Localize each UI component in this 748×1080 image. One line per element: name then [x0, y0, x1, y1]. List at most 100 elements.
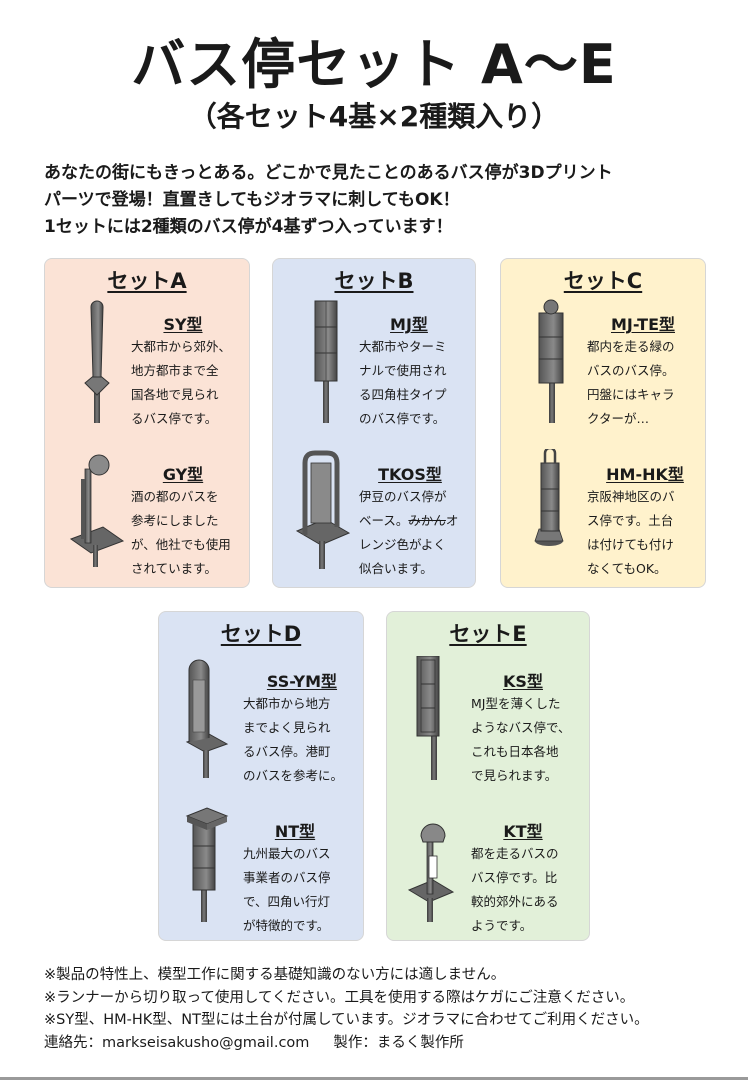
- desc-line: 大都市から郊外、: [131, 339, 232, 354]
- item-hm-hk-name: HM-HK型: [606, 465, 684, 484]
- item-ks-name: KS型: [503, 672, 543, 691]
- desc-line: ベース。みかんオ: [359, 509, 458, 533]
- desc-line: 九州最大のバス: [243, 846, 331, 861]
- round-top-sign-stop-icon: [84, 300, 110, 423]
- maker-name: 製作：まるく製作所: [333, 1034, 464, 1051]
- page-title: バス停セット A～E: [131, 33, 617, 96]
- desc-line: 京阪神地区のバ: [587, 489, 675, 504]
- item-gy-name: GY型: [162, 465, 204, 484]
- strikethrough-text: みかん: [408, 513, 446, 528]
- note-line: ※ランナーから切り取って使用してください。工具を使用する際はケガにご注意ください…: [44, 989, 635, 1006]
- intro-line: パーツで登場！直置きしてもジオラマに刺してもOK！: [44, 190, 460, 210]
- desc-line: が特徴的です。: [243, 918, 330, 933]
- desc-line: 酒の都のバスを: [131, 489, 219, 504]
- desc-line: 参考にしました: [131, 513, 219, 528]
- item-mj-name: MJ型: [390, 315, 428, 334]
- item-ss-ym: SS-YM型 大都市から地方 までよく見られ るバス停。港町 のバスを参考に。: [177, 656, 365, 796]
- set-d-card: セットD SS-YM型 大都市から地方 までよく見られ るバス停。港町 のバスを…: [158, 611, 364, 941]
- pillar-with-disc-stop-icon: [538, 299, 564, 423]
- item-ss-ym-desc: 大都市から地方 までよく見られ るバス停。港町 のバスを参考に。: [243, 692, 343, 788]
- set-c-title: セットC: [563, 269, 643, 293]
- desc-line: MJ型を薄くした: [471, 696, 561, 711]
- desc-line: るバス停。港町: [243, 744, 331, 759]
- lantern-box-stop-icon: [185, 807, 229, 922]
- bottom-divider: [0, 1077, 748, 1080]
- square-pillar-stop-icon: [314, 300, 338, 423]
- item-ks: KS型 MJ型を薄くした ようなバス停で、 これも日本各地 で見られます。: [405, 656, 591, 796]
- desc-text: オ: [445, 513, 459, 528]
- desc-line: されています。: [131, 561, 217, 576]
- desc-line: で見られます。: [471, 768, 558, 783]
- desc-line: 都内を走る緑の: [587, 339, 675, 354]
- pillar-on-base-stop-icon: [534, 449, 564, 546]
- set-b-card: セットB MJ型 大都市やターミ ナルで使用され る四角柱タイプ のバス停です。…: [272, 258, 476, 588]
- item-ks-desc: MJ型を薄くした ようなバス停で、 これも日本各地 で見られます。: [471, 692, 571, 788]
- item-hm-hk-desc: 京阪神地区のバ ス停です。土台 は付けても付け なくてもOK。: [587, 485, 675, 581]
- desc-line: クターが…: [587, 411, 650, 426]
- item-hm-hk: HM-HK型 京阪神地区のバ ス停です。土台 は付けても付け なくてもOK。: [519, 449, 707, 589]
- item-mj: MJ型 大都市やターミ ナルで使用され る四角柱タイプ のバス停です。: [291, 299, 477, 439]
- desc-line: のバス停です。: [359, 411, 446, 426]
- item-mj-te-name: MJ-TE型: [610, 315, 675, 334]
- thin-pillar-stop-icon: [416, 656, 440, 780]
- tall-round-top-stop-icon: [185, 659, 229, 778]
- desc-line: で、四角い行灯: [243, 894, 331, 909]
- set-c-card: セットC MJ-TE型 都内を走る緑の バスのバス停。 円盤にはキャラ クターが…: [500, 258, 706, 588]
- desc-line: ナルで使用され: [359, 363, 447, 378]
- desc-line: 伊豆のバス停が: [359, 489, 447, 504]
- desc-line: 較的郊外にある: [471, 894, 559, 909]
- item-tkos: TKOS型 伊豆のバス停が ベース。みかんオ レンジ色がよく 似合います。: [291, 449, 477, 589]
- item-kt-desc: 都を走るバスの バス停です。比 較的郊外にある ようです。: [471, 842, 559, 938]
- desc-line: までよく見られ: [243, 720, 331, 735]
- contact-email: 連絡先：markseisakusho@gmail.com: [44, 1034, 310, 1051]
- item-tkos-name: TKOS型: [378, 465, 442, 484]
- note-line: ※SY型、HM-HK型、NT型には土台が付属しています。ジオラマに合わせてご利用…: [44, 1012, 649, 1028]
- item-ss-ym-name: SS-YM型: [266, 672, 338, 691]
- desc-line: のバスを参考に。: [243, 768, 344, 783]
- intro-line: あなたの街にもきっとある。どこかで見たことのあるバス停が3Dプリント: [44, 163, 613, 183]
- set-a-card: セットA SY型 大都市から郊外、 地方都市まで全 国各地で見られ るバス停です…: [44, 258, 250, 588]
- item-mj-te: MJ-TE型 都内を走る緑の バスのバス停。 円盤にはキャラ クターが…: [519, 299, 707, 439]
- item-tkos-desc: 伊豆のバス停が ベース。みかんオ レンジ色がよく 似合います。: [359, 485, 458, 581]
- item-nt-name: NT型: [274, 822, 316, 841]
- disc-on-pole-stop-icon: [407, 823, 455, 922]
- item-gy-desc: 酒の都のバスを 参考にしました が、他社でも使用 されています。: [131, 485, 231, 581]
- item-nt-desc: 九州最大のバス 事業者のバス停 で、四角い行灯 が特徴的です。: [243, 842, 331, 938]
- page-subtitle: （各セット4基×2種類入り）: [188, 100, 560, 133]
- item-kt-name: KT型: [503, 822, 543, 841]
- intro-text: あなたの街にもきっとある。どこかで見たことのあるバス停が3Dプリント パーツで登…: [44, 160, 724, 241]
- contact-row: 連絡先：markseisakusho@gmail.com 製作：まるく製作所: [44, 1032, 724, 1055]
- item-kt: KT型 都を走るバスの バス停です。比 較的郊外にある ようです。: [405, 806, 591, 946]
- set-b-title: セットB: [334, 269, 414, 293]
- desc-line: 都を走るバスの: [471, 846, 559, 861]
- desc-line: 事業者のバス停: [243, 870, 331, 885]
- desc-line: ようなバス停で、: [471, 720, 571, 735]
- intro-line: 1セットには2種類のバス停が4基ずつ入っています！: [44, 217, 453, 237]
- arch-frame-stop-icon: [295, 450, 351, 569]
- desc-line: なくてもOK。: [587, 561, 667, 576]
- desc-line: ようです。: [471, 918, 533, 933]
- notes: ※製品の特性上、模型工作に関する基礎知識のない方には適しません。 ※ランナーから…: [44, 964, 724, 1054]
- set-d-title: セットD: [220, 622, 302, 646]
- set-a-title: セットA: [107, 269, 187, 293]
- item-sy-name: SY型: [163, 315, 203, 334]
- desc-line: バスのバス停。: [587, 363, 675, 378]
- item-sy: SY型 大都市から郊外、 地方都市まで全 国各地で見られ るバス停です。: [63, 299, 251, 439]
- desc-line: るバス停です。: [131, 411, 218, 426]
- desc-text: ベース。: [359, 513, 409, 528]
- desc-line: バス停です。比: [471, 870, 558, 885]
- desc-line: 似合います。: [359, 561, 433, 576]
- desc-line: が、他社でも使用: [131, 537, 231, 552]
- desc-line: 大都市から地方: [243, 696, 331, 711]
- item-gy: GY型 酒の都のバスを 参考にしました が、他社でも使用 されています。: [63, 449, 251, 589]
- desc-line: これも日本各地: [471, 744, 559, 759]
- desc-line: は付けても付け: [587, 537, 674, 552]
- set-e-title: セットE: [449, 622, 527, 646]
- desc-line: レンジ色がよく: [359, 537, 446, 552]
- item-mj-te-desc: 都内を走る緑の バスのバス停。 円盤にはキャラ クターが…: [587, 335, 675, 431]
- desc-line: 国各地で見られ: [131, 387, 219, 402]
- item-sy-desc: 大都市から郊外、 地方都市まで全 国各地で見られ るバス停です。: [131, 335, 231, 431]
- desc-line: ス停です。土台: [587, 513, 674, 528]
- round-disc-sign-stop-icon: [69, 454, 125, 567]
- item-nt: NT型 九州最大のバス 事業者のバス停 で、四角い行灯 が特徴的です。: [177, 806, 365, 946]
